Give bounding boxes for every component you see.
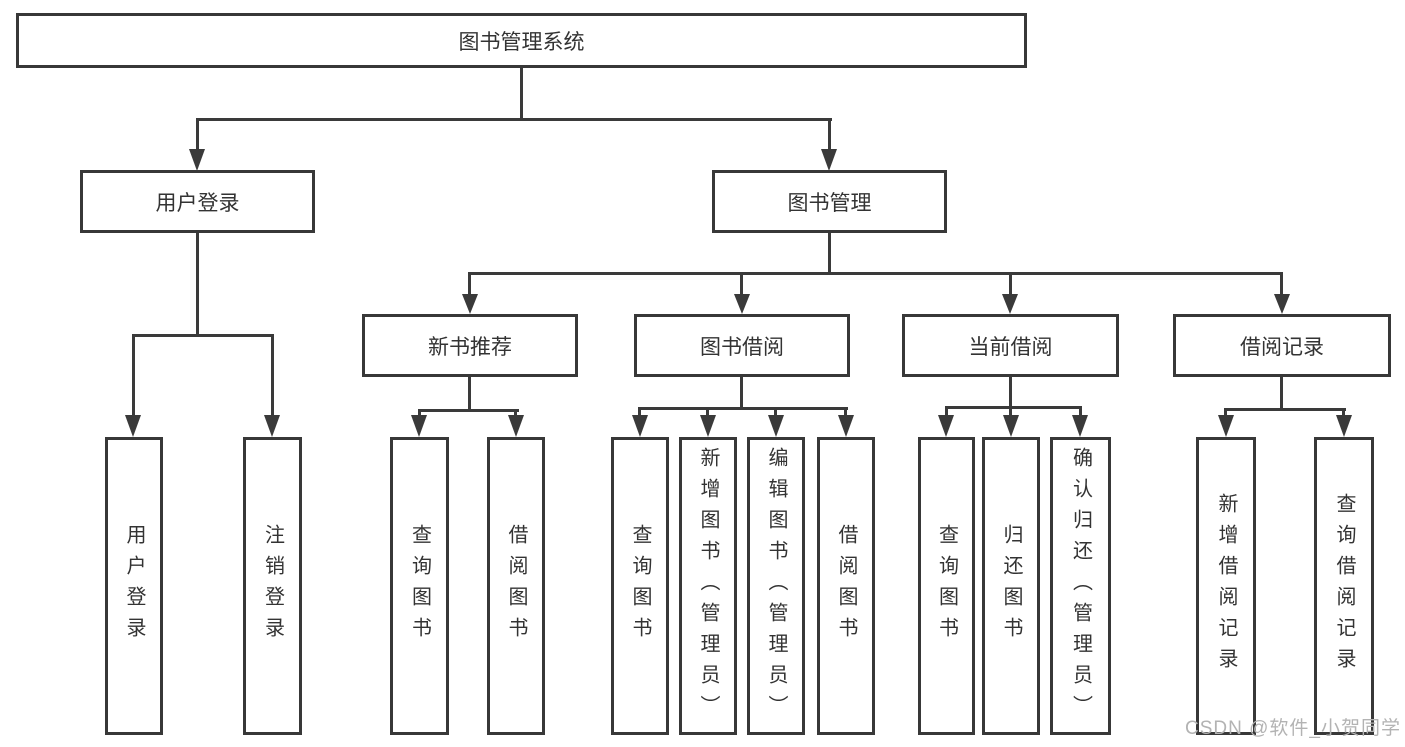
- connector-userlogin-distributor: [132, 334, 274, 337]
- connector-borrowrecord-distributor: [1224, 408, 1346, 411]
- connector-drop-bookborrow: [740, 272, 743, 296]
- connector-borrowrecord-stem: [1280, 377, 1283, 408]
- connector-drop-br-add: [1224, 408, 1227, 417]
- leaf-bb-borrow-book: 借阅图书: [817, 437, 875, 735]
- connector-drop-borrowrecord: [1280, 272, 1283, 296]
- connector-drop-bb-borrow: [844, 407, 847, 417]
- leaf-cb-query-book: 查询图书: [918, 437, 975, 735]
- connector-drop-leaf-login: [132, 334, 135, 415]
- node-book-borrow: 图书借阅: [634, 314, 850, 377]
- node-new-book-recommend: 新书推荐: [362, 314, 578, 377]
- arrowhead-cb-return: [1003, 415, 1019, 437]
- arrowhead-leaf-logout: [264, 415, 280, 437]
- leaf-bb-add-book-admin: 新增图书（管理员）: [679, 437, 737, 735]
- connector-newbook-stem: [468, 377, 471, 409]
- connector-drop-currentborrow: [1009, 272, 1012, 296]
- arrowhead-bookborrow: [734, 294, 750, 314]
- connector-drop-bb-edit: [774, 407, 777, 417]
- leaf-logout: 注销登录: [243, 437, 302, 735]
- arrowhead-bb-add: [700, 415, 716, 437]
- arrowhead-book-mgmt: [821, 149, 837, 171]
- connector-drop-user-login: [196, 118, 199, 151]
- arrowhead-newbook: [462, 294, 478, 314]
- connector-drop-cb-confirm: [1079, 406, 1082, 417]
- leaf-bb-edit-book-admin: 编辑图书（管理员）: [747, 437, 805, 735]
- arrowhead-currentborrow: [1002, 294, 1018, 314]
- arrowhead-bb-borrow: [838, 415, 854, 437]
- leaf-br-query-record: 查询借阅记录: [1314, 437, 1374, 735]
- arrowhead-leaf-login: [125, 415, 141, 437]
- arrowhead-user-login: [189, 149, 205, 171]
- connector-newbook-distributor: [418, 409, 519, 412]
- leaf-bb-query-book: 查询图书: [611, 437, 669, 735]
- leaf-br-add-record: 新增借阅记录: [1196, 437, 1256, 735]
- connector-currentborrow-stem: [1009, 377, 1012, 406]
- arrowhead-nb-query: [411, 415, 427, 437]
- connector-drop-newbook: [468, 272, 471, 296]
- connector-drop-cb-return: [1009, 406, 1012, 417]
- arrowhead-cb-query: [938, 415, 954, 437]
- leaf-user-login: 用户登录: [105, 437, 163, 735]
- connector-drop-bb-query: [638, 407, 641, 417]
- connector-bookmgmt-stem: [828, 233, 831, 272]
- connector-drop-nb-query: [418, 409, 421, 417]
- node-borrow-record: 借阅记录: [1173, 314, 1391, 377]
- connector-drop-bb-add: [706, 407, 709, 417]
- node-book-management: 图书管理: [712, 170, 947, 233]
- leaf-nb-borrow-book: 借阅图书: [487, 437, 545, 735]
- arrowhead-br-add: [1218, 415, 1234, 437]
- node-root: 图书管理系统: [16, 13, 1027, 68]
- connector-bookborrow-distributor: [638, 407, 848, 410]
- arrowhead-borrowrecord: [1274, 294, 1290, 314]
- csdn-watermark: CSDN @软件_小贺同学: [1185, 718, 1401, 739]
- connector-bookmgmt-distributor: [468, 272, 1283, 275]
- arrowhead-cb-confirm: [1072, 415, 1088, 437]
- arrowhead-bb-edit: [768, 415, 784, 437]
- arrowhead-br-query: [1336, 415, 1352, 437]
- arrowhead-bb-query: [632, 415, 648, 437]
- connector-bookborrow-stem: [740, 377, 743, 407]
- connector-drop-cb-query: [945, 406, 948, 417]
- connector-drop-br-query: [1342, 408, 1345, 417]
- connector-drop-nb-borrow: [514, 409, 517, 417]
- leaf-nb-query-book: 查询图书: [390, 437, 449, 735]
- connector-root-stem: [520, 68, 523, 118]
- leaf-cb-confirm-return-admin: 确认归还（管理员）: [1050, 437, 1111, 735]
- node-current-borrow: 当前借阅: [902, 314, 1119, 377]
- connector-root-distributor: [196, 118, 832, 121]
- connector-drop-book-mgmt: [828, 118, 831, 151]
- connector-userlogin-stem: [196, 233, 199, 334]
- connector-currentborrow-distributor: [945, 406, 1082, 409]
- connector-drop-leaf-logout: [271, 334, 274, 415]
- arrowhead-nb-borrow: [508, 415, 524, 437]
- node-user-login: 用户登录: [80, 170, 315, 233]
- leaf-cb-return-book: 归还图书: [982, 437, 1040, 735]
